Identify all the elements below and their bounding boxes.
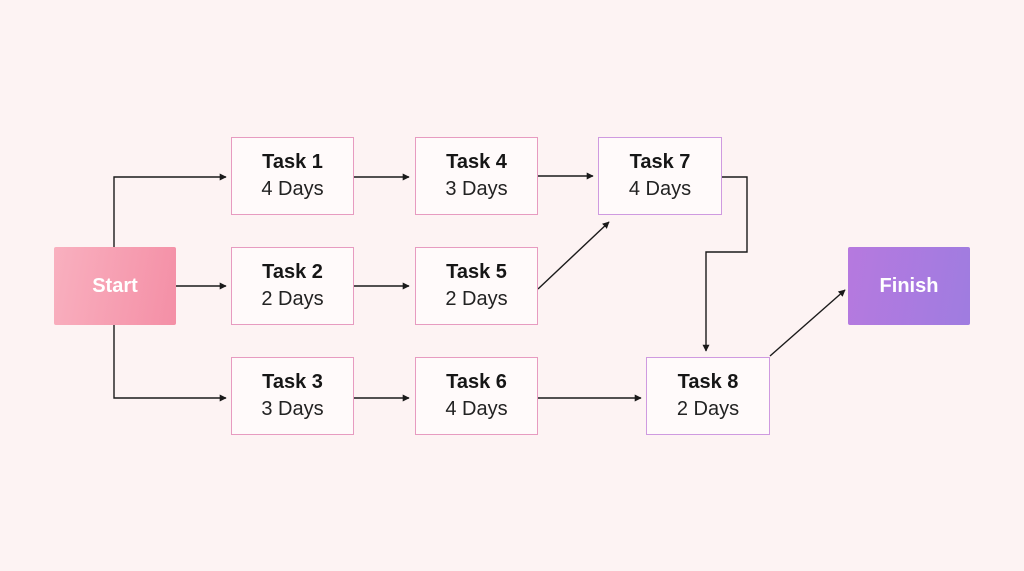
arrow-task7-task8 — [702, 176, 748, 352]
task-5-node: Task 5 2 Days — [415, 247, 538, 325]
start-label: Start — [92, 274, 138, 297]
task-3-title: Task 3 — [262, 371, 323, 393]
task-2-duration: 2 Days — [261, 288, 324, 310]
task-6-node: Task 6 4 Days — [415, 357, 538, 435]
task-8-title: Task 8 — [677, 371, 739, 393]
task-7-title: Task 7 — [629, 151, 691, 173]
task-8-node: Task 8 2 Days — [646, 357, 770, 435]
task-2-title: Task 2 — [262, 261, 323, 283]
arrow-start-task3 — [113, 325, 227, 402]
task-4-node: Task 4 3 Days — [415, 137, 538, 215]
task-7-node: Task 7 4 Days — [598, 137, 722, 215]
task-1-node: Task 1 4 Days — [231, 137, 354, 215]
task-6-duration: 4 Days — [445, 398, 508, 420]
task-2-node: Task 2 2 Days — [231, 247, 354, 325]
task-7-duration: 4 Days — [628, 178, 692, 200]
task-6-title: Task 6 — [446, 371, 507, 393]
task-5-title: Task 5 — [446, 261, 507, 283]
task-4-duration: 3 Days — [445, 178, 508, 200]
finish-node: Finish — [848, 247, 970, 325]
task-8-duration: 2 Days — [676, 398, 740, 420]
task-5-duration: 2 Days — [445, 288, 508, 310]
finish-label: Finish — [879, 274, 939, 297]
task-1-duration: 4 Days — [261, 178, 324, 200]
task-3-duration: 3 Days — [261, 398, 324, 420]
task-4-title: Task 4 — [446, 151, 507, 173]
task-3-node: Task 3 3 Days — [231, 357, 354, 435]
start-node: Start — [54, 247, 176, 325]
arrow-task5-task7 — [537, 221, 610, 290]
task-1-title: Task 1 — [262, 151, 323, 173]
arrow-task8-finish — [769, 289, 846, 357]
arrow-start-task1 — [113, 173, 227, 247]
